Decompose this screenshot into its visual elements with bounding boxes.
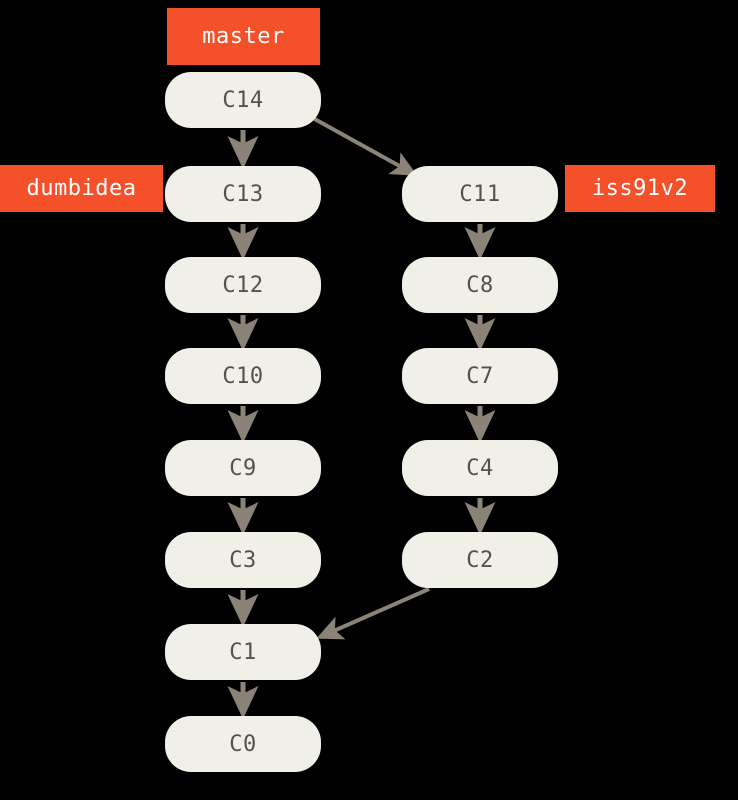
commit-node-c10[interactable]: C10 [165, 348, 321, 404]
commit-node-c11[interactable]: C11 [402, 166, 558, 222]
commit-node-c1[interactable]: C1 [165, 624, 321, 680]
branch-label-text: dumbidea [26, 176, 137, 201]
commit-node-label: C4 [466, 455, 494, 481]
branch-label-iss91v2[interactable]: iss91v2 [565, 165, 715, 212]
commit-node-label: C8 [466, 272, 494, 298]
commit-node-c9[interactable]: C9 [165, 440, 321, 496]
commit-node-c0[interactable]: C0 [165, 716, 321, 772]
commit-node-label: C1 [229, 639, 257, 665]
commit-node-c13[interactable]: C13 [165, 166, 321, 222]
commit-node-c14[interactable]: C14 [165, 72, 321, 128]
branch-label-text: master [202, 24, 285, 49]
commit-node-c4[interactable]: C4 [402, 440, 558, 496]
commit-node-label: C3 [229, 547, 257, 573]
commit-node-c7[interactable]: C7 [402, 348, 558, 404]
commit-node-c8[interactable]: C8 [402, 257, 558, 313]
commit-node-label: C14 [222, 87, 264, 113]
commit-node-label: C0 [229, 731, 257, 757]
commit-node-label: C11 [459, 181, 501, 207]
commit-node-c12[interactable]: C12 [165, 257, 321, 313]
edge-c14-to-c11 [310, 115, 418, 176]
branch-label-text: iss91v2 [591, 176, 689, 201]
commit-node-label: C7 [466, 363, 494, 389]
commit-node-label: C13 [222, 181, 264, 207]
edge-c2-to-c1 [316, 587, 430, 640]
commit-node-c3[interactable]: C3 [165, 532, 321, 588]
branch-label-dumbidea[interactable]: dumbidea [0, 165, 163, 212]
commit-node-c2[interactable]: C2 [402, 532, 558, 588]
commit-node-label: C12 [222, 272, 264, 298]
branch-label-master[interactable]: master [167, 8, 320, 65]
commit-node-label: C2 [466, 547, 494, 573]
commit-node-label: C10 [222, 363, 264, 389]
commit-node-label: C9 [229, 455, 257, 481]
